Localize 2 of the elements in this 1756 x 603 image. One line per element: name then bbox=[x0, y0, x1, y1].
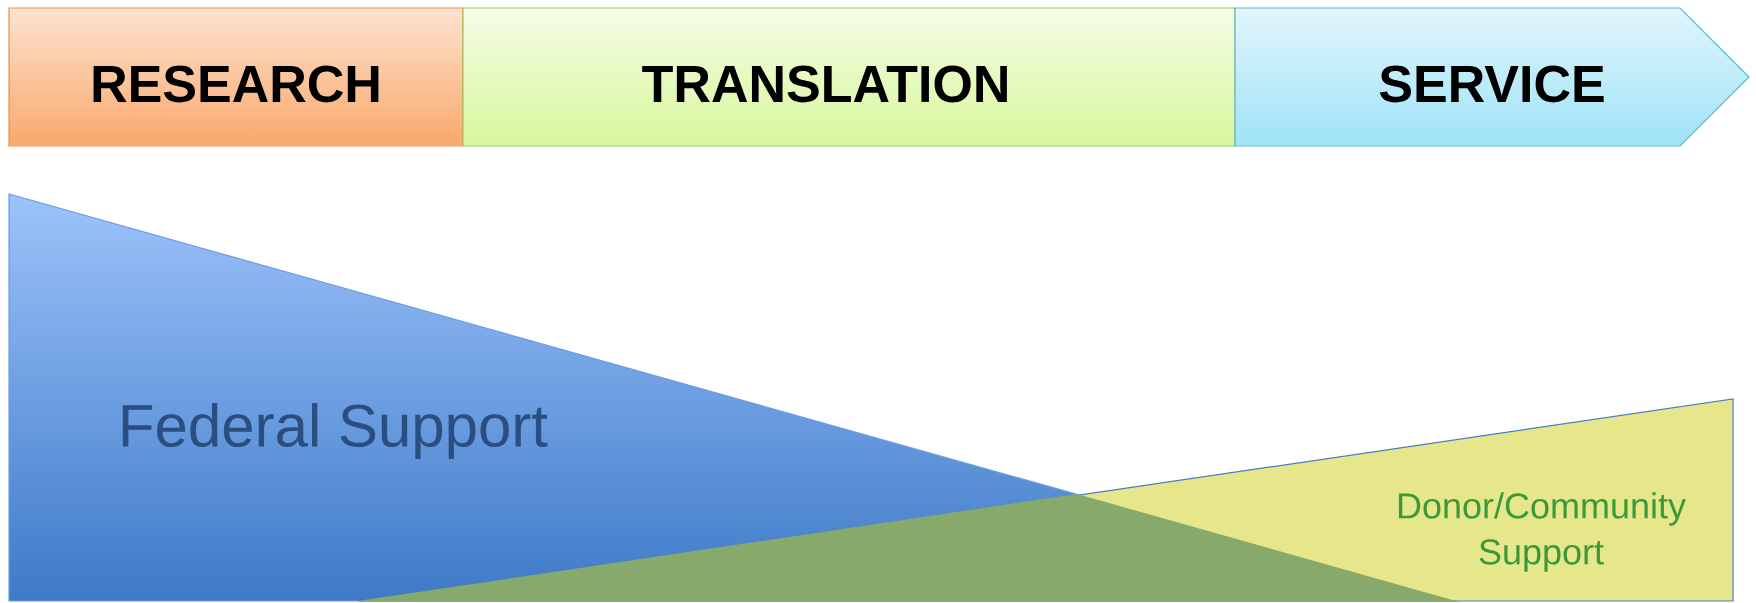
stage-box: TRANSLATION bbox=[462, 7, 1236, 147]
stage-box: RESEARCH bbox=[8, 7, 464, 147]
